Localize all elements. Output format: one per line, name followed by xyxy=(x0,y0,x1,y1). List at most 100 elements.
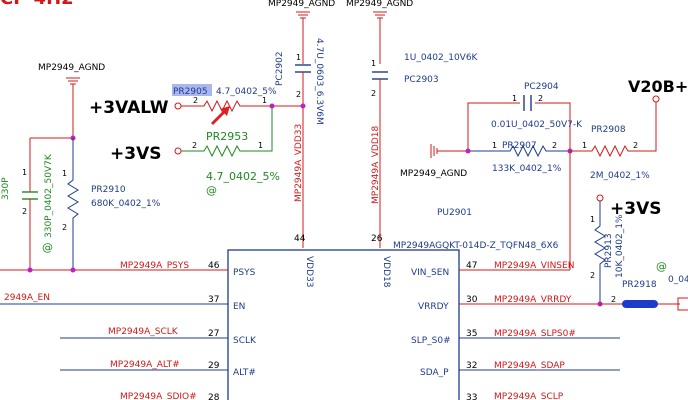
pc2904-wire-right xyxy=(535,102,571,151)
pc2904-wire xyxy=(467,102,520,151)
power-3valw-label: +3VALW xyxy=(89,98,169,118)
ic-right-pin-33-num: 33 xyxy=(466,393,477,400)
pr2913-pin1: 1 xyxy=(590,215,595,224)
pr2910-pin1: 2 xyxy=(62,223,67,232)
pr2953-resistor xyxy=(181,106,273,158)
pr2907-value: 133K_0402_1% xyxy=(492,164,562,174)
pr2908-pin2: 1 xyxy=(582,141,587,150)
pr2953-value: 4.7_0402_5% xyxy=(206,170,280,183)
pr2908-value: 2M_0402_1% xyxy=(590,171,650,181)
pc2903-pin1: 1 xyxy=(371,59,376,68)
pr2907-ref: PR2907 xyxy=(502,141,537,151)
pr2918-pad xyxy=(677,297,688,311)
ic-right-pin-35: SLP_S0# 35 MP2949A_SLPS0# xyxy=(411,329,620,346)
ic-right-pin-47-num: 47 xyxy=(466,261,477,271)
ic-body xyxy=(227,249,460,400)
junction-vdd33 xyxy=(300,103,306,109)
pc2903-ref: PC2903 xyxy=(404,75,439,85)
agnd-top-symbol-1 xyxy=(296,11,310,64)
pr2905-pin2: 2 xyxy=(193,96,198,105)
top-net-label-1: MP2949_AGND xyxy=(268,0,335,9)
pc2904-pin1: 1 xyxy=(512,94,517,103)
ic-right-pin-32-num: 32 xyxy=(466,361,477,371)
agnd-left-label: MP2949_AGND xyxy=(38,63,105,73)
pr2953-marker: @ xyxy=(206,184,217,197)
pr2913-pin2: 2 xyxy=(590,271,595,280)
pr2905-resistor xyxy=(181,99,303,113)
pc2904-capacitor xyxy=(523,95,532,111)
vdd33-net-label: MP2949A_VDD33 xyxy=(294,124,304,202)
pc2904-ref: PC2904 xyxy=(524,82,559,92)
pr2913-resistor xyxy=(594,201,606,304)
pr2907-resistor xyxy=(468,144,570,158)
agnd-top-symbol-2 xyxy=(373,11,387,64)
ic-part: MP2949AGQKT-014D-Z_TQFN48_6X6 xyxy=(393,241,559,251)
power-3vs-left-label: +3VS xyxy=(110,144,161,164)
ic-vdd33-pin-num: 44 xyxy=(294,234,306,244)
ic-left-pin-37-num: 37 xyxy=(208,295,219,305)
pr2908-ref: PR2908 xyxy=(591,125,626,135)
ic-left-pin-27-name: SCLK xyxy=(233,336,257,346)
pr2918-marker: @ xyxy=(656,260,667,273)
pr2905-value: 4.7_0402_5% xyxy=(216,87,277,97)
pc2904-pin2: 2 xyxy=(538,94,543,103)
power-3vs-left-pin xyxy=(174,147,182,155)
ic-left-pin-27-num: 27 xyxy=(208,329,219,339)
pr2913-ref: PR2913 xyxy=(604,233,614,268)
left-edge-fragment: 330P xyxy=(1,177,11,200)
ic-right-pin-33: 33 MP2949A_SCLP xyxy=(466,392,564,400)
pc2902-value: 4.7U_0603_6.3V6M xyxy=(314,38,324,125)
title-fragment: CP-4H2 xyxy=(0,0,74,9)
ic-right-pin-32-name: SDA_P xyxy=(420,368,449,378)
ic-left-pin-29-net: MP2949A_ALT# xyxy=(110,360,180,370)
ic-left-pin-46-name: PSYS xyxy=(233,268,256,278)
ic-left-pin-28: MP2949A_SDIO# 28 xyxy=(120,392,220,400)
ic-right-pin-33-net: MP2949A_SCLP xyxy=(494,392,564,400)
pr2918-ref: PR2918 xyxy=(622,280,657,290)
pointer-arrow-icon xyxy=(210,106,230,126)
pr2910-value: 680K_0402_1% xyxy=(91,199,161,209)
ic-vdd18-pin-num: 26 xyxy=(371,234,383,244)
pr2953-ref: PR2953 xyxy=(206,130,248,143)
pr2910-pin2: 1 xyxy=(62,169,67,178)
ic-right-pin-35-num: 35 xyxy=(466,329,477,339)
ic-right-pin-30-net: MP2949A_VRRDY xyxy=(494,295,572,305)
pc2903-pin2: 2 xyxy=(371,89,376,98)
pr2953-pin2: 2 xyxy=(192,141,197,150)
ic-right-pin-47: VIN_SEN 47 MP2949A_VINSEN xyxy=(411,261,574,278)
left-cap-pin2: 2 xyxy=(22,207,27,216)
ic-ref: PU2901 xyxy=(437,208,472,218)
ic-right-pin-35-net: MP2949A_SLPS0# xyxy=(494,329,576,339)
ic-right-pin-32-net: MP2949A_SDAP xyxy=(494,361,565,371)
ic-vdd33-label: VDD33 xyxy=(304,256,314,287)
pr2918-value: 0_04 xyxy=(668,275,688,285)
ic-left-pin-37-net: 2949A_EN xyxy=(4,293,50,303)
ic-left-pin-29-num: 29 xyxy=(208,361,220,371)
ic-left-pin-46: MP2949A_PSYS 46 PSYS xyxy=(0,261,256,278)
agnd-mid-label: MP2949_AGND xyxy=(400,169,467,179)
junction-pr2907-left xyxy=(465,148,471,154)
left-capacitor xyxy=(22,191,38,200)
ic-right-pin-47-net: MP2949A_VINSEN xyxy=(494,261,574,271)
pc2904-value: 0.01U_0402_50V7-K xyxy=(491,120,583,130)
pr2907-pin1: 2 xyxy=(552,141,557,150)
ic-left-pin-46-net: MP2949A_PSYS xyxy=(120,261,189,271)
ic-left-pin-28-num: 28 xyxy=(208,393,220,400)
pr2918-pin2: 2 xyxy=(611,295,616,304)
ic-right-pin-30-name: VRRDY xyxy=(418,302,449,312)
ic-right-pin-47-name: VIN_SEN xyxy=(411,268,449,278)
left-cap-pin1: 1 xyxy=(22,168,27,177)
power-3vs-right-label: +3VS xyxy=(610,199,661,219)
pc2902-pin2: 2 xyxy=(296,90,301,99)
pr2913-value: 10K_0402_1% xyxy=(615,214,625,278)
ic-left-pin-46-num: 46 xyxy=(208,261,220,271)
power-3vs-right-pin xyxy=(596,194,604,202)
ic-left-pin-29: MP2949A_ALT# 29 ALT# xyxy=(60,360,256,378)
ic-left-pin-28-net: MP2949A_SDIO# xyxy=(120,392,197,400)
ic-right-pin-30-num: 30 xyxy=(466,295,478,305)
ic-right-pin-30: VRRDY 30 MP2949A_VRRDY xyxy=(418,295,600,312)
pc2902-capacitor xyxy=(295,64,311,73)
pr2908-resistor xyxy=(570,102,657,158)
ic-left-pin-27: MP2949A_SCLK 27 SCLK xyxy=(60,327,257,346)
